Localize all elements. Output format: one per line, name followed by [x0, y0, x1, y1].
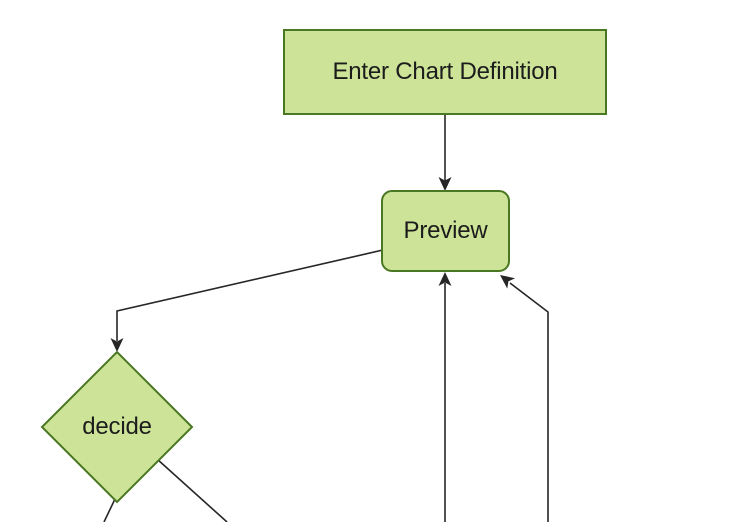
edge-offscreen-to-preview-corner: [509, 282, 549, 522]
edge-offscreen-to-preview-bottom-arrowhead: [438, 272, 452, 286]
node-layer: [40, 29, 607, 504]
node-decide-shape: [40, 350, 194, 504]
edge-preview-to-decide-arrowhead: [110, 338, 124, 352]
edge-preview-to-decide: [116, 249, 384, 341]
edge-enter-to-preview-arrowhead: [438, 177, 452, 191]
edge-decide-to-offscreen-left: [103, 498, 116, 522]
node-enter-chart-definition-shape: [283, 29, 607, 115]
edge-offscreen-to-preview-corner-arrowhead: [500, 275, 516, 289]
edge-layer: [103, 114, 549, 522]
edge-decide-to-offscreen-right: [156, 458, 228, 522]
node-preview-shape: [381, 190, 510, 272]
